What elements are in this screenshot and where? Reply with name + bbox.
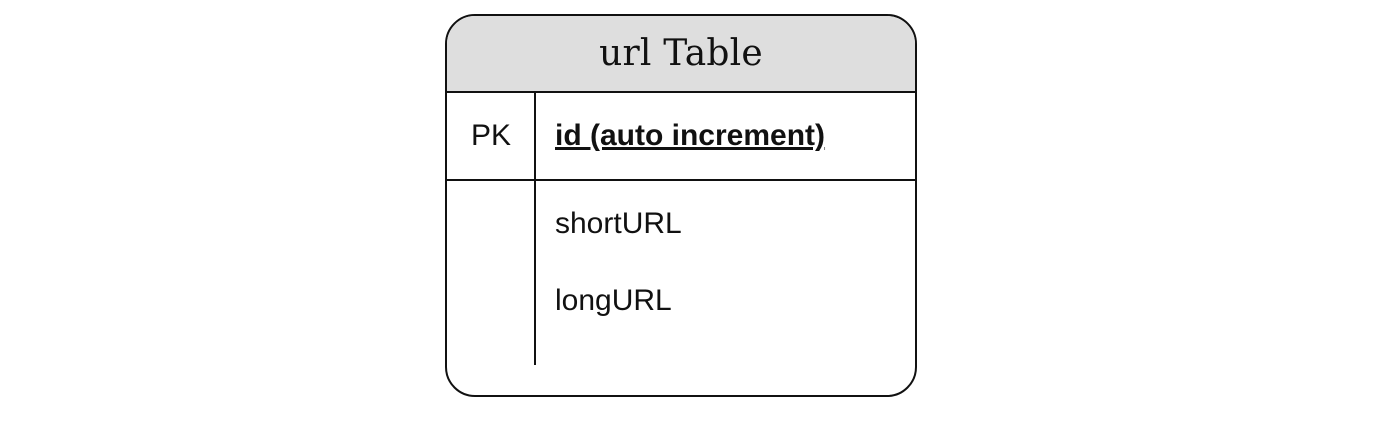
url-table-entity: url Table PK id (auto increment) shortUR…	[445, 14, 917, 397]
primary-key-row: PK id (auto increment)	[447, 93, 915, 181]
field-short-url: shortURL	[555, 207, 682, 240]
primary-key-field: id (auto increment)	[555, 119, 826, 152]
key-column-divider	[534, 93, 536, 365]
primary-key-label: PK	[470, 119, 512, 152]
entity-header: url Table	[447, 16, 915, 93]
entity-title: url Table	[599, 33, 763, 74]
field-long-url: longURL	[555, 284, 672, 317]
